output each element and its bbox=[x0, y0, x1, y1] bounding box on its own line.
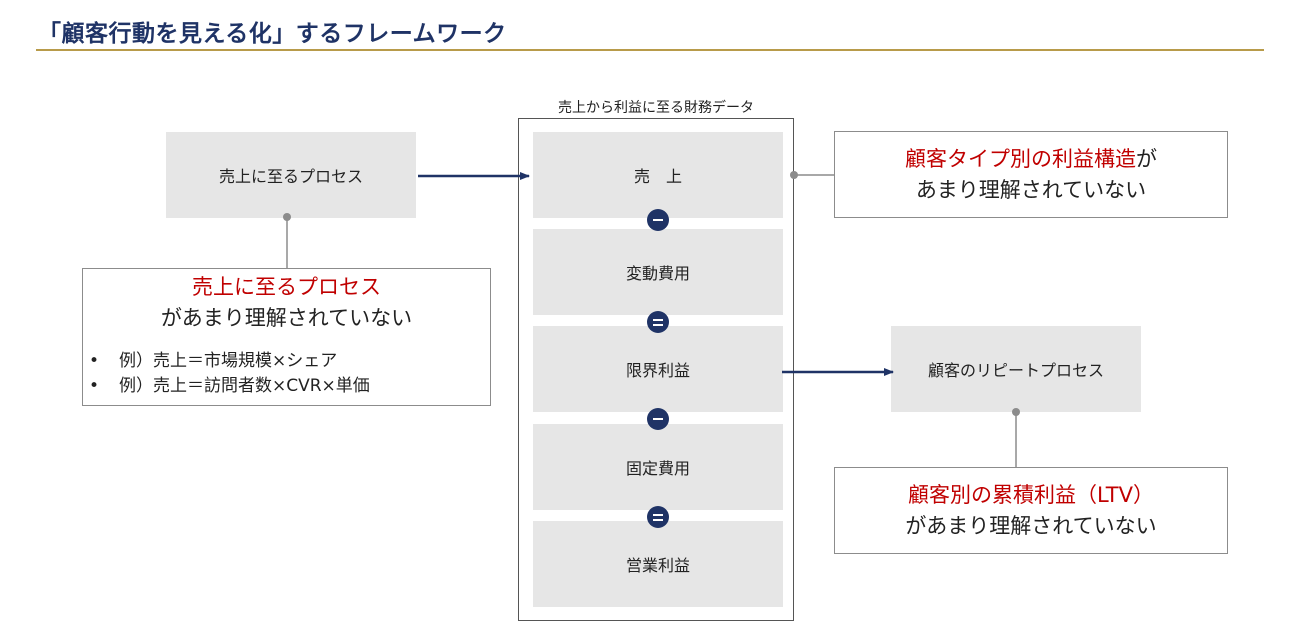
row-label: 固定費用 bbox=[625, 459, 690, 478]
equals-operator bbox=[647, 311, 669, 333]
row-fixed-cost: 固定費用 bbox=[533, 424, 783, 510]
example-text: 例）売上＝市場規模×シェア bbox=[119, 351, 338, 371]
title-underline bbox=[36, 49, 1264, 51]
row-label: 営業利益 bbox=[625, 556, 690, 575]
financial-data-caption: 売上から利益に至る財務データ bbox=[558, 100, 754, 116]
connector-dot-left bbox=[283, 213, 291, 221]
profit-structure-callout: 顧客タイプ別の利益構造が あまり理解されていない bbox=[834, 131, 1228, 218]
sales-process-box: 売上に至るプロセス bbox=[166, 132, 416, 218]
page-title: 「顧客行動を見える化」するフレームワーク bbox=[38, 21, 507, 47]
callout-rest: があまり理解されていない bbox=[905, 513, 1157, 538]
list-item: • 例）売上＝訪問者数×CVR×単価 bbox=[83, 374, 490, 399]
callout-line-2: あまり理解されていない bbox=[915, 177, 1147, 202]
connector-dot-repeat bbox=[1012, 408, 1020, 416]
callout-rest: があまり理解されていない bbox=[160, 306, 413, 330]
example-list: • 例）売上＝市場規模×シェア • 例）売上＝訪問者数×CVR×単価 bbox=[83, 349, 490, 399]
row-variable-cost: 変動費用 bbox=[533, 229, 783, 315]
repeat-process-label: 顧客のリピートプロセス bbox=[927, 361, 1104, 380]
row-sales: 売 上 bbox=[533, 132, 783, 218]
bullet-mark: • bbox=[89, 376, 100, 396]
sales-process-callout-heading: 売上に至るプロセス があまり理解されていない bbox=[83, 272, 490, 334]
callout-highlight: 売上に至るプロセス bbox=[192, 275, 381, 299]
list-item: • 例）売上＝市場規模×シェア bbox=[83, 349, 490, 374]
callout-highlight: 顧客別の累積利益（LTV） bbox=[907, 482, 1154, 507]
row-marginal-profit: 限界利益 bbox=[533, 326, 783, 412]
callout-suffix: が bbox=[1136, 146, 1157, 171]
bullet-mark: • bbox=[89, 351, 100, 371]
row-label: 変動費用 bbox=[625, 264, 690, 283]
row-operating-profit: 営業利益 bbox=[533, 521, 783, 607]
minus-operator bbox=[647, 408, 669, 430]
callout-highlight: 顧客タイプ別の利益構造 bbox=[905, 146, 1136, 171]
connector-dot-right-top bbox=[790, 171, 798, 179]
ltv-callout: 顧客別の累積利益（LTV） があまり理解されていない bbox=[834, 467, 1228, 554]
minus-operator bbox=[647, 209, 669, 231]
sales-process-label: 売上に至るプロセス bbox=[218, 167, 363, 186]
row-label: 売 上 bbox=[633, 167, 682, 186]
repeat-process-box: 顧客のリピートプロセス bbox=[891, 326, 1141, 412]
row-label: 限界利益 bbox=[625, 361, 690, 380]
example-text: 例）売上＝訪問者数×CVR×単価 bbox=[119, 376, 370, 396]
equals-operator bbox=[647, 506, 669, 528]
callout-line-1: 顧客タイプ別の利益構造が bbox=[905, 144, 1157, 175]
sales-process-callout: 売上に至るプロセス があまり理解されていない • 例）売上＝市場規模×シェア •… bbox=[82, 268, 491, 406]
financial-data-frame bbox=[518, 118, 794, 621]
